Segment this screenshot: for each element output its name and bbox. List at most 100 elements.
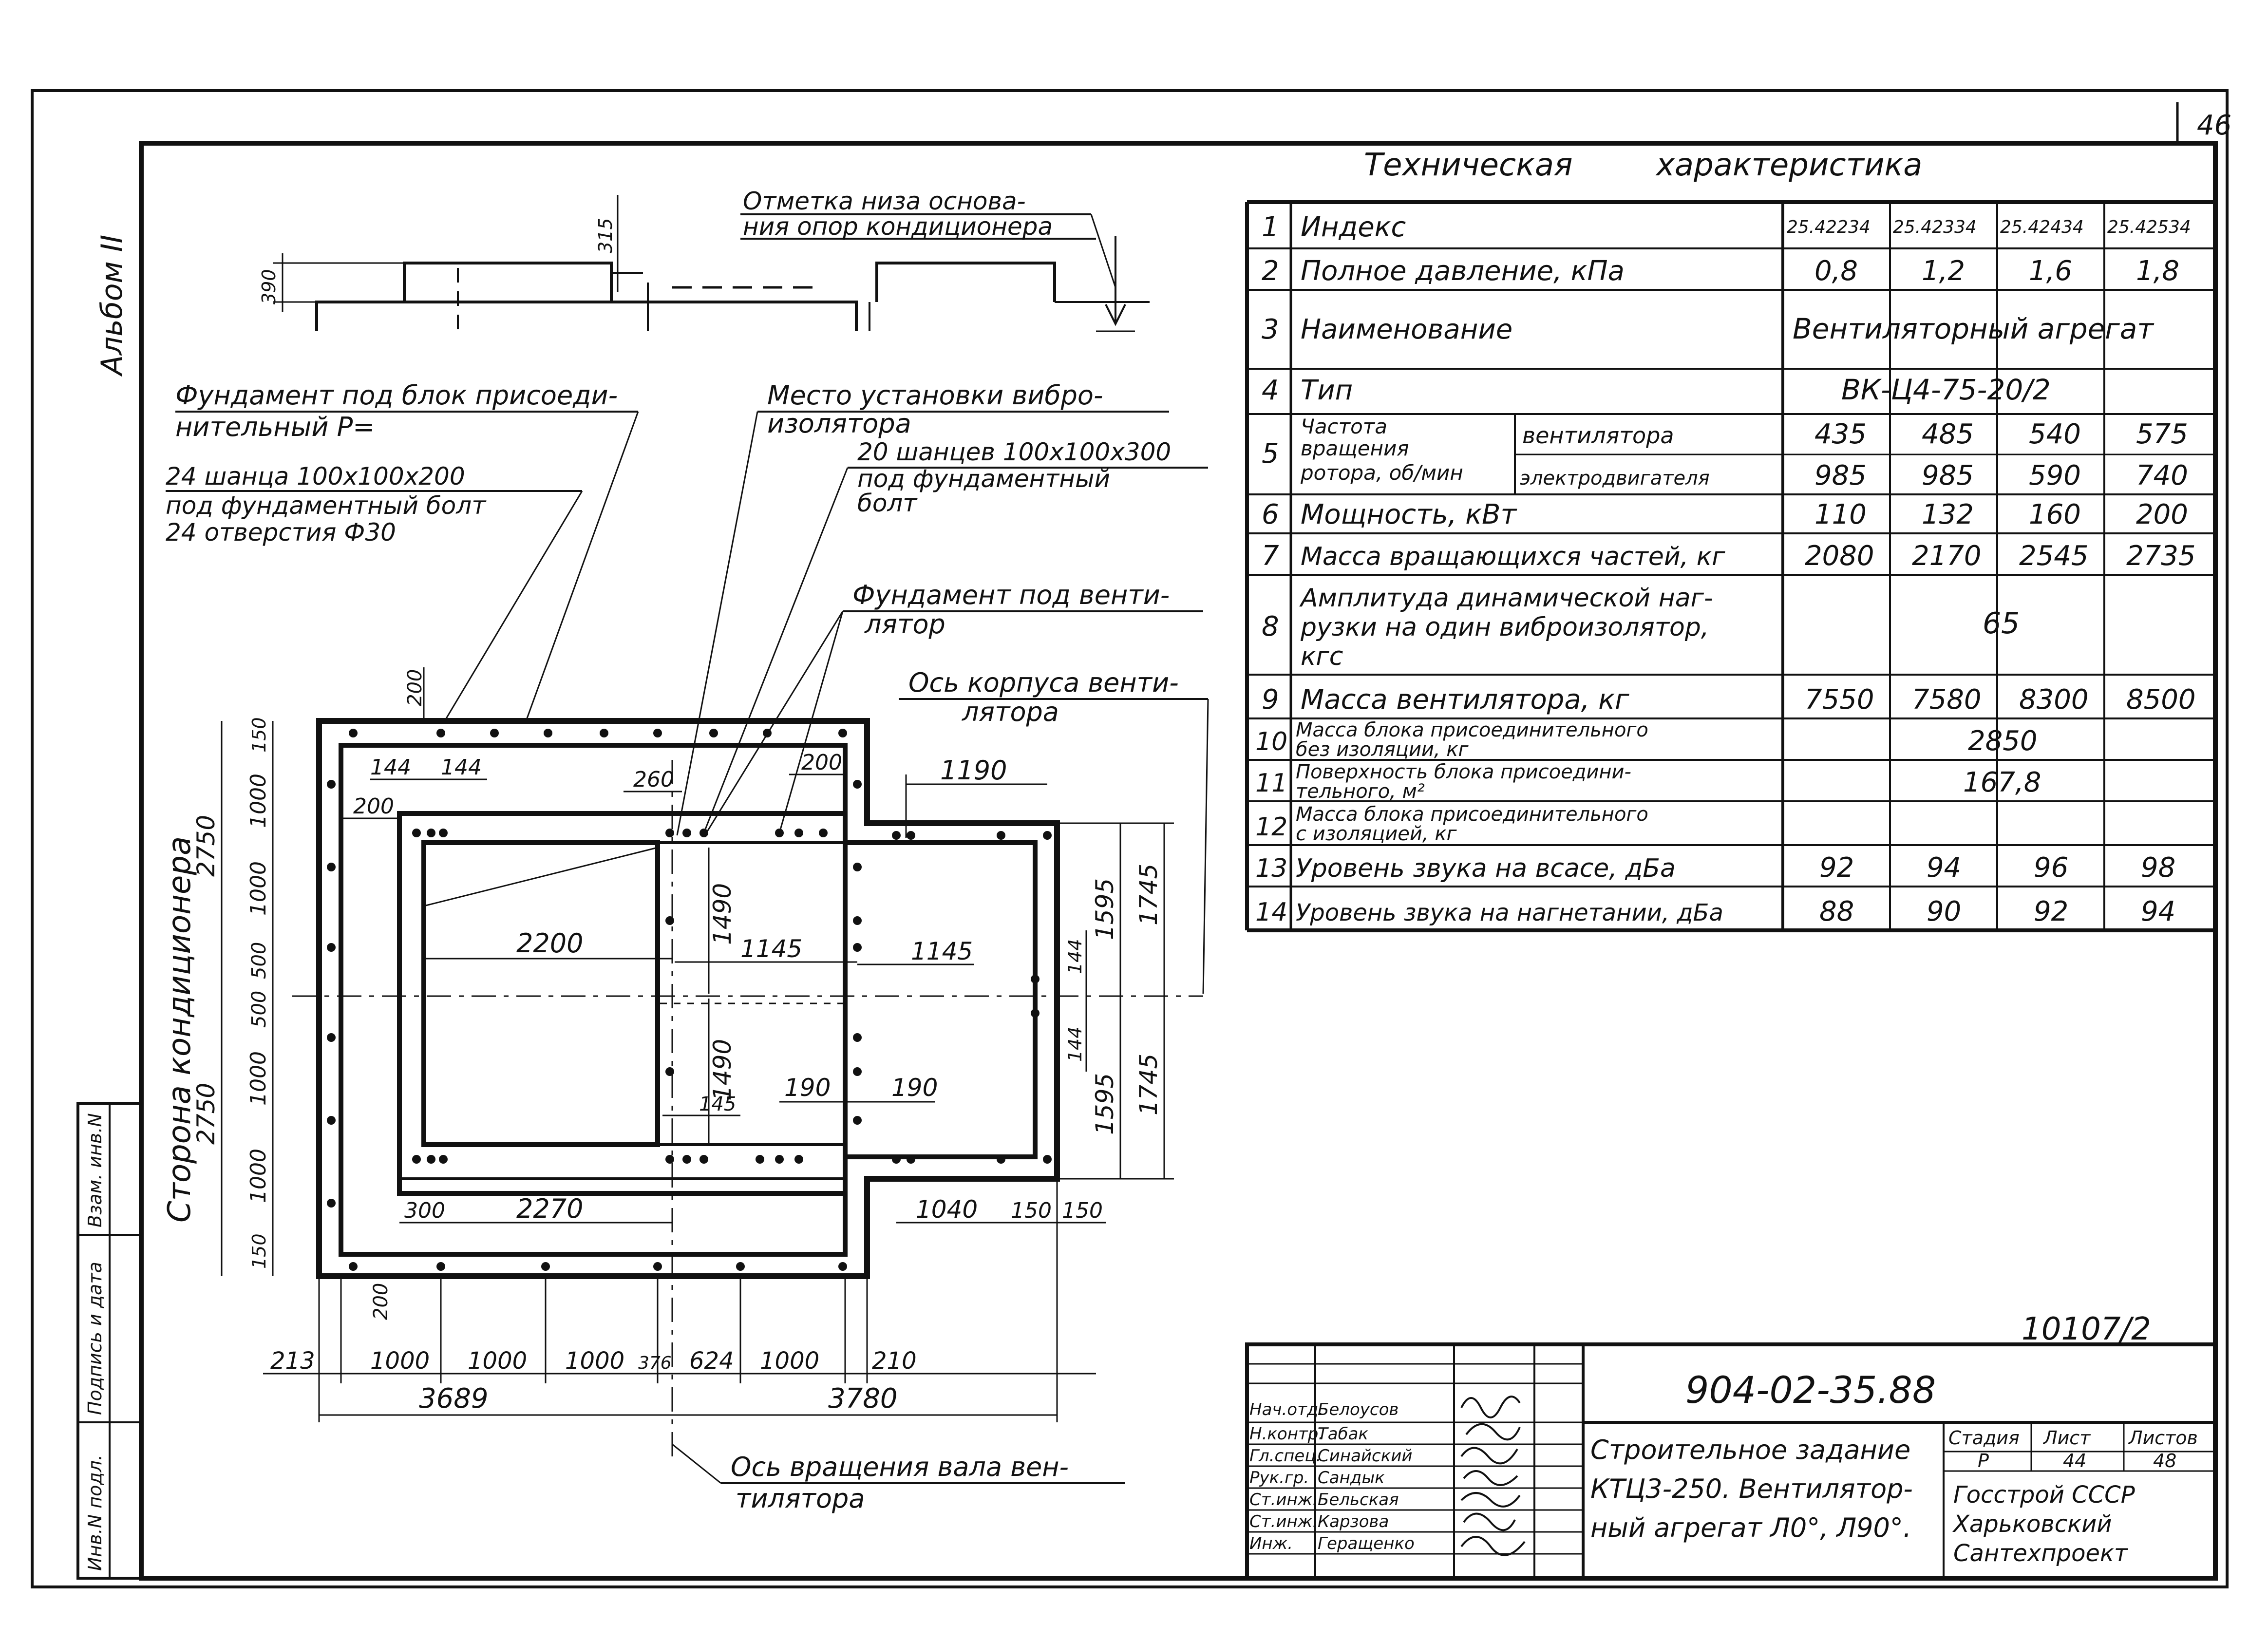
- row-10-value: 2850: [1968, 725, 2038, 757]
- row-7-num: 7: [1262, 540, 1279, 572]
- dim-150-right: 150: [1011, 1198, 1052, 1223]
- row-8-value: 65: [1983, 606, 2020, 641]
- bolt-hole: [892, 831, 901, 840]
- anchor-bolt-holes: [327, 729, 1052, 1271]
- dim-2750-bottom: 2750: [192, 1083, 220, 1145]
- cell: 92: [1819, 852, 1854, 884]
- row-12-name-1: Масса блока присоединительного: [1296, 803, 1648, 826]
- dim-1000-f: 1000: [468, 1347, 527, 1375]
- index-col-1: 25.42234: [1787, 217, 1871, 237]
- doc-title-2: КТЦ3-250. Вентилятор-: [1590, 1473, 1913, 1504]
- signatures: [1460, 1396, 1526, 1556]
- bolt-hole: [794, 1155, 803, 1164]
- dim-300: 300: [404, 1198, 445, 1223]
- note-20-bolts-2: под фундаментный: [857, 465, 1110, 493]
- row-5-name-2: вращения: [1301, 436, 1409, 460]
- bolt-hole: [997, 1155, 1005, 1164]
- row-14-num: 14: [1255, 898, 1287, 927]
- bolt-hole: [490, 729, 499, 737]
- bolt-hole: [709, 729, 718, 737]
- bolt-hole: [665, 1067, 674, 1076]
- cell: 575: [2136, 418, 2188, 450]
- bolt-hole: [819, 829, 828, 837]
- row-14-name: Уровень звука на нагнетании, дБа: [1296, 899, 1723, 926]
- cell: 985: [1922, 460, 1974, 491]
- cell: 7550: [1805, 684, 1874, 716]
- cell: 1,6: [2029, 255, 2072, 287]
- signature-mark: [1463, 1470, 1518, 1486]
- bolt-hole: [838, 729, 847, 737]
- cell: 590: [2029, 460, 2081, 491]
- cell: 94: [2141, 896, 2175, 927]
- table-title-right: характеристика: [1655, 147, 1922, 183]
- bolt-hole: [756, 1155, 764, 1164]
- cell: 96: [2034, 852, 2068, 884]
- row-12-num: 12: [1255, 812, 1287, 842]
- bolt-hole: [853, 916, 862, 925]
- row-12-name-2: с изоляцией, кг: [1296, 823, 1457, 845]
- row-1-name: Индекс: [1301, 211, 1406, 243]
- cell: 985: [1814, 460, 1867, 491]
- doc-code: 904-02-35.88: [1685, 1368, 1936, 1412]
- row-10-name-1: Масса блока присоединительного: [1296, 719, 1648, 741]
- bolt-hole: [349, 729, 358, 737]
- staff-role: Ст.инж.: [1249, 1512, 1318, 1531]
- note-elevation-1: Отметка низа основа-: [743, 187, 1026, 215]
- bolt-hole: [853, 863, 862, 871]
- bolt-hole: [412, 829, 421, 837]
- row-8-name-2: рузки на один виброизолятор,: [1300, 613, 1709, 642]
- cell: 1,2: [1922, 255, 1965, 287]
- signature-mark: [1460, 1492, 1521, 1508]
- dim-190-a: 190: [784, 1074, 831, 1102]
- row-4-value: ВК-Ц4-75-20/2: [1841, 373, 2051, 406]
- cell: 2545: [2019, 540, 2089, 572]
- signature-mark: [1463, 1512, 1516, 1531]
- row-8-name-3: кгс: [1301, 642, 1343, 671]
- staff-name: Сандык: [1318, 1468, 1385, 1488]
- cell: 485: [1922, 418, 1974, 450]
- album-label: Альбом II: [95, 235, 129, 377]
- bolt-hole: [794, 829, 803, 837]
- staff-list: Нач.отд. Белоусов Н.контр. Табак Гл.спец…: [1249, 1400, 1415, 1553]
- dim-1490-bottom: 1490: [708, 1039, 737, 1101]
- dim-1745-top: 1745: [1134, 864, 1163, 925]
- bolt-hole: [600, 729, 608, 737]
- bolt-hole: [436, 729, 445, 737]
- cell: 160: [2029, 499, 2081, 530]
- bolt-hole: [327, 1199, 336, 1208]
- technical-table: Техническая характеристика 1 2 3 4 5 6 7…: [1245, 147, 2215, 932]
- dim-1190: 1190: [940, 755, 1007, 786]
- note-24-bolts-2: под фундаментный болт: [166, 491, 487, 520]
- staff-name: Карзова: [1318, 1512, 1389, 1531]
- sheets-value: 48: [2153, 1450, 2176, 1472]
- dim-1000-d: 1000: [246, 1149, 271, 1203]
- bolt-hole: [853, 943, 862, 952]
- row-5-name-3: ротора, об/мин: [1300, 461, 1463, 485]
- org-line-2: Харьковский: [1952, 1510, 2112, 1538]
- dim-1040: 1040: [916, 1195, 978, 1224]
- note-axis-body-2: лятора: [962, 697, 1059, 727]
- note-axis-body-1: Ось корпуса венти-: [908, 667, 1179, 698]
- bolt-hole: [736, 1262, 745, 1271]
- row-10-name-2: без изоляции, кг: [1296, 738, 1469, 761]
- dim-190-b: 190: [891, 1074, 938, 1102]
- bolt-hole: [653, 729, 662, 737]
- stage-label: Стадия: [1948, 1427, 2020, 1449]
- bolt-hole: [838, 1262, 847, 1271]
- note-axis-shaft-2: тилятора: [736, 1483, 865, 1514]
- row-11-name-1: Поверхность блока присоедини-: [1296, 761, 1631, 783]
- index-col-2: 25.42334: [1893, 217, 1977, 237]
- row-5-num: 5: [1262, 438, 1279, 470]
- dim-500-b: 500: [248, 991, 270, 1028]
- bolt-hole: [892, 1155, 901, 1164]
- doc-title-1: Строительное задание: [1590, 1434, 1910, 1465]
- dim-376: 376: [638, 1353, 672, 1373]
- dim-390: 390: [258, 269, 280, 304]
- index-col-3: 25.42434: [2000, 217, 2084, 237]
- note-vibro-1: Место установки вибро-: [767, 380, 1103, 411]
- cell: 110: [1814, 499, 1867, 530]
- note-fan-foundation-2: лятор: [864, 609, 945, 640]
- cell: 92: [2034, 896, 2068, 927]
- cell: 740: [2136, 460, 2188, 491]
- bolt-hole: [665, 1155, 674, 1164]
